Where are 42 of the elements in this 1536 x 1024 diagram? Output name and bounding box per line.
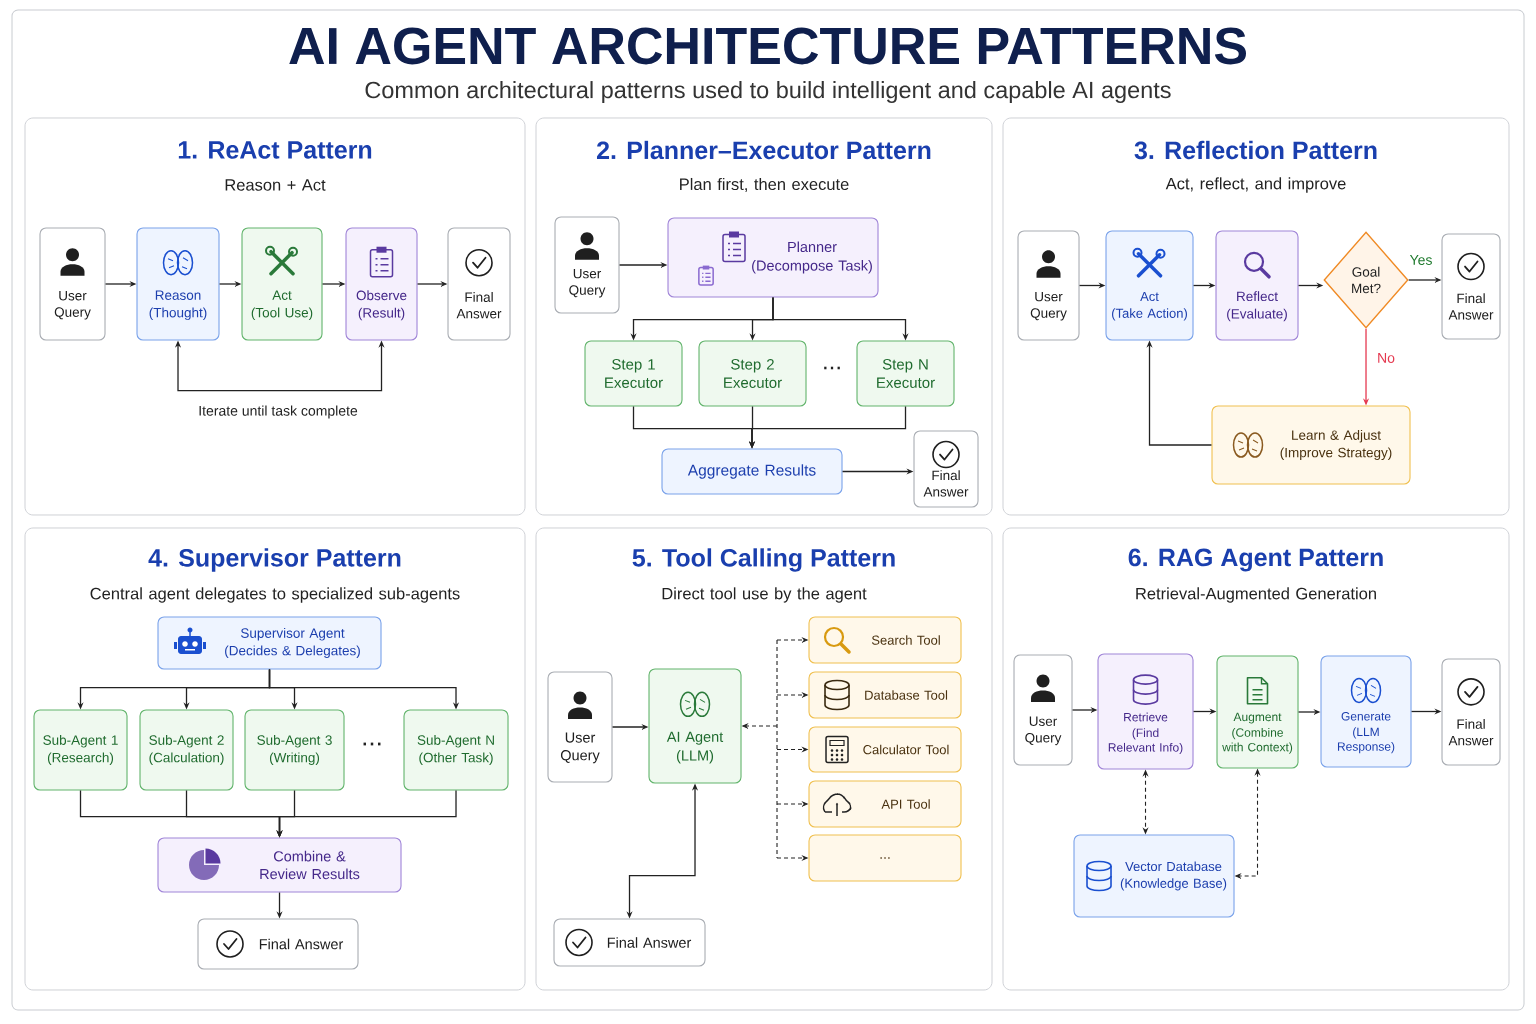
process-box: User Query [1017,230,1080,341]
process-box: Planner (Decompose Task) [667,217,879,298]
process-box: Reason (Thought) [136,227,220,341]
process-box: Database Tool [808,671,962,719]
process-box: User Query [39,227,106,341]
process-box: Act (Take Action) [1105,230,1194,341]
process-box: Reflect (Evaluate) [1215,230,1299,341]
process-box: Retrieve (Find Relevant Info) [1097,653,1194,770]
process-box: Calculator Tool [808,726,962,773]
process-box: Step 1 Executor [584,340,683,407]
process-box: Final Answer [197,918,359,970]
process-box: Generate (LLM Response) [1320,655,1412,768]
ellipsis: ... [824,366,840,370]
ellipsis: ... [363,742,381,746]
process-box: User Query [547,671,613,783]
process-box: Final Answer [1441,233,1501,340]
process-box: Step N Executor [856,340,955,407]
process-box: Sub-Agent N (Other Task) [403,709,509,791]
process-box: User Query [554,216,620,314]
process-box: Observe (Result) [345,227,418,341]
process-box: Supervisor Agent (Decides & Delegates) [157,616,382,670]
process-box: Final Answer [447,227,511,341]
process-box: Final Answer [1441,658,1501,766]
process-box: Augment (Combine with Context) [1216,655,1299,769]
process-box: AI Agent (LLM) [648,668,742,784]
title: AI AGENT ARCHITECTURE PATTERNS [289,27,1246,65]
process-box: Vector Database (Knowledge Base) [1073,834,1235,918]
subtitle: Common architectural patterns used to build intelligent and capable AI agents [365,81,1171,103]
process-box: Sub-Agent 2 (Calculation) [139,709,234,791]
process-box: Sub-Agent 1 (Research) [33,709,128,791]
process-box: Sub-Agent 3 (Writing) [244,709,345,791]
process-box: Search Tool [808,616,962,664]
process-box: Act (Tool Use) [241,227,323,341]
process-box: Final Answer [913,430,979,508]
process-box: Final Answer [553,918,706,967]
process-box: Combine & Review Results [157,837,402,893]
process-box: API Tool [808,780,962,828]
process-box: Learn & Adjust (Improve Strategy) [1211,405,1411,485]
process-box: ... [808,834,962,882]
process-box: Step 2 Executor [698,340,807,407]
process-box: User Query [1013,654,1073,766]
process-box: Aggregate Results [661,448,843,495]
